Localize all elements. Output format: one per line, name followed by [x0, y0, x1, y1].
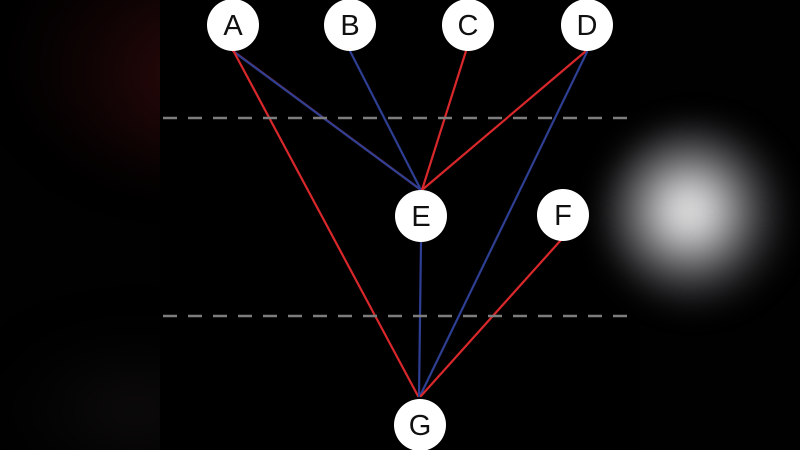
node-E[interactable]: E	[395, 190, 447, 242]
node-label-E: E	[411, 201, 430, 233]
node-label-A: A	[223, 10, 243, 42]
edge-B-E-blue	[348, 49, 423, 192]
edge-D-E-red	[420, 49, 588, 192]
node-label-F: F	[554, 200, 572, 232]
edge-A-G-red	[232, 50, 420, 398]
edge-E-G-blue	[417, 240, 423, 398]
node-circle-C	[442, 0, 494, 51]
edge-F-G-red	[419, 238, 563, 398]
edge-D-G-blue	[418, 50, 589, 398]
node-circle-B	[324, 0, 376, 51]
node-label-D: D	[577, 10, 598, 42]
nodes-layer: A B C D E F G	[207, 0, 613, 450]
edges-layer	[231, 49, 589, 398]
node-C[interactable]: C	[442, 0, 494, 51]
node-G[interactable]: G	[394, 399, 446, 450]
dashed-guide-lines-layer	[163, 116, 638, 318]
node-label-B: B	[340, 10, 359, 42]
node-circle-D	[561, 0, 613, 51]
node-D[interactable]: D	[561, 0, 613, 51]
node-A[interactable]: A	[207, 0, 259, 51]
node-B[interactable]: B	[324, 0, 376, 51]
node-F[interactable]: F	[537, 189, 589, 241]
node-circle-F	[537, 189, 589, 241]
node-circle-A	[207, 0, 259, 51]
node-circle-G	[394, 399, 446, 450]
node-label-G: G	[409, 410, 432, 442]
node-label-C: C	[458, 10, 479, 42]
node-circle-E	[395, 190, 447, 242]
edge-A-E-blue	[232, 50, 423, 192]
edge-C-E-red	[420, 49, 468, 192]
